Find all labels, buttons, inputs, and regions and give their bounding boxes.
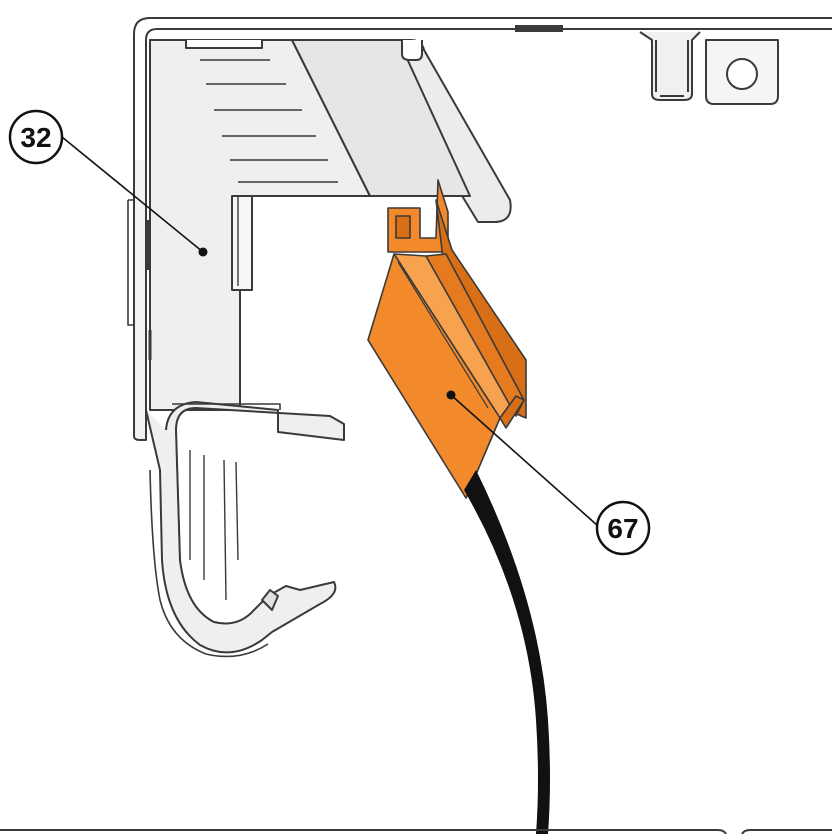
orange-part-67	[367, 179, 527, 499]
bottom-edge	[0, 829, 832, 834]
bracket-part-32	[127, 39, 512, 658]
callout-label-67: 67	[607, 513, 638, 544]
leader-dot-67	[446, 390, 456, 400]
callout-32: 32	[8, 109, 208, 257]
cable	[464, 470, 550, 834]
callout-label-32: 32	[20, 122, 51, 153]
callout-circle-67	[595, 500, 651, 556]
mounting-tab	[705, 39, 779, 105]
top-frame-rail	[133, 17, 832, 160]
callout-circle-32	[8, 109, 64, 165]
callout-67: 67	[446, 390, 651, 556]
leader-line-67	[450, 394, 599, 527]
rail-slot	[515, 25, 563, 32]
leader-line-32	[61, 136, 204, 253]
leader-dot-32	[198, 247, 208, 257]
rail-clip	[639, 31, 701, 101]
mounting-hole	[726, 58, 758, 90]
cable-wire	[464, 470, 550, 834]
